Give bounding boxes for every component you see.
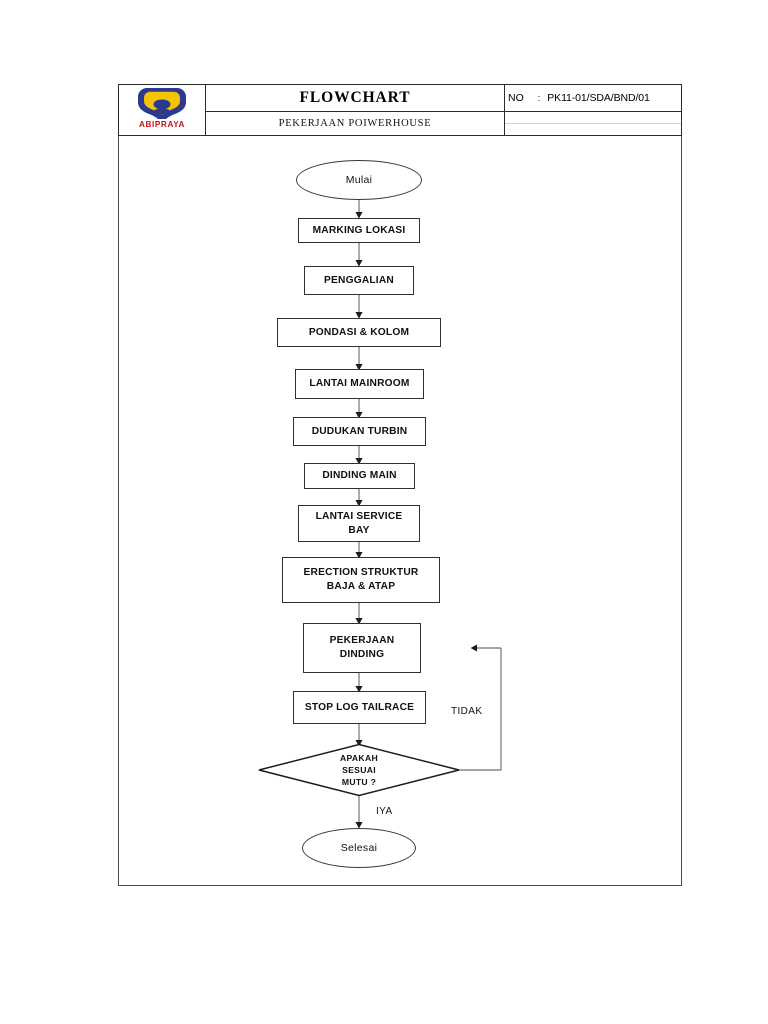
document-number-label: NO (508, 92, 524, 104)
title-cell: FLOWCHART PEKERJAAN POIWERHOUSE (206, 84, 505, 136)
flow-node-penggalian[interactable]: PENGGALIAN (304, 266, 414, 295)
flow-node-erection-struktur[interactable]: ERECTION STRUKTUR BAJA & ATAP (282, 557, 440, 603)
document-meta-row-1 (505, 112, 681, 124)
document-number-row: NO : PK11-01/SDA/BND/01 (505, 85, 681, 112)
edge-label-iya: IYA (376, 806, 393, 817)
page-subtitle: PEKERJAAN POIWERHOUSE (278, 118, 432, 129)
page-title: FLOWCHART (206, 85, 504, 112)
flow-node-marking-lokasi[interactable]: MARKING LOKASI (298, 218, 420, 243)
document-number-value: PK11-01/SDA/BND/01 (547, 92, 650, 104)
title-block: ABIPRAYA FLOWCHART PEKERJAAN POIWERHOUSE… (118, 84, 682, 136)
flow-node-stop-log-tailrace[interactable]: STOP LOG TAILRACE (293, 691, 426, 724)
document-meta-row-2 (505, 124, 681, 135)
flow-node-start[interactable]: Mulai (296, 160, 422, 200)
abipraya-logo-mark (133, 87, 191, 120)
abipraya-logo: ABIPRAYA (126, 87, 198, 133)
flow-node-dinding-main[interactable]: DINDING MAIN (304, 463, 415, 489)
document-number-separator: : (537, 93, 541, 103)
logo-cell: ABIPRAYA (118, 84, 206, 136)
flow-node-lantai-service-bay[interactable]: LANTAI SERVICE BAY (298, 505, 420, 542)
document-number-cell: NO : PK11-01/SDA/BND/01 (505, 84, 682, 136)
flowchart-canvas: Mulai MARKING LOKASI PENGGALIAN PONDASI … (118, 136, 682, 886)
flow-node-end[interactable]: Selesai (302, 828, 416, 868)
flow-node-pekerjaan-dinding[interactable]: PEKERJAAN DINDING (303, 623, 421, 673)
flow-node-dudukan-turbin[interactable]: DUDUKAN TURBIN (293, 417, 426, 446)
edge-label-tidak: TIDAK (451, 706, 483, 717)
flowchart-connectors (258, 199, 502, 829)
flow-node-pondasi-kolom[interactable]: PONDASI & KOLOM (277, 318, 441, 347)
abipraya-logo-text: ABIPRAYA (138, 120, 186, 129)
flow-node-lantai-mainroom[interactable]: LANTAI MAINROOM (295, 369, 424, 399)
